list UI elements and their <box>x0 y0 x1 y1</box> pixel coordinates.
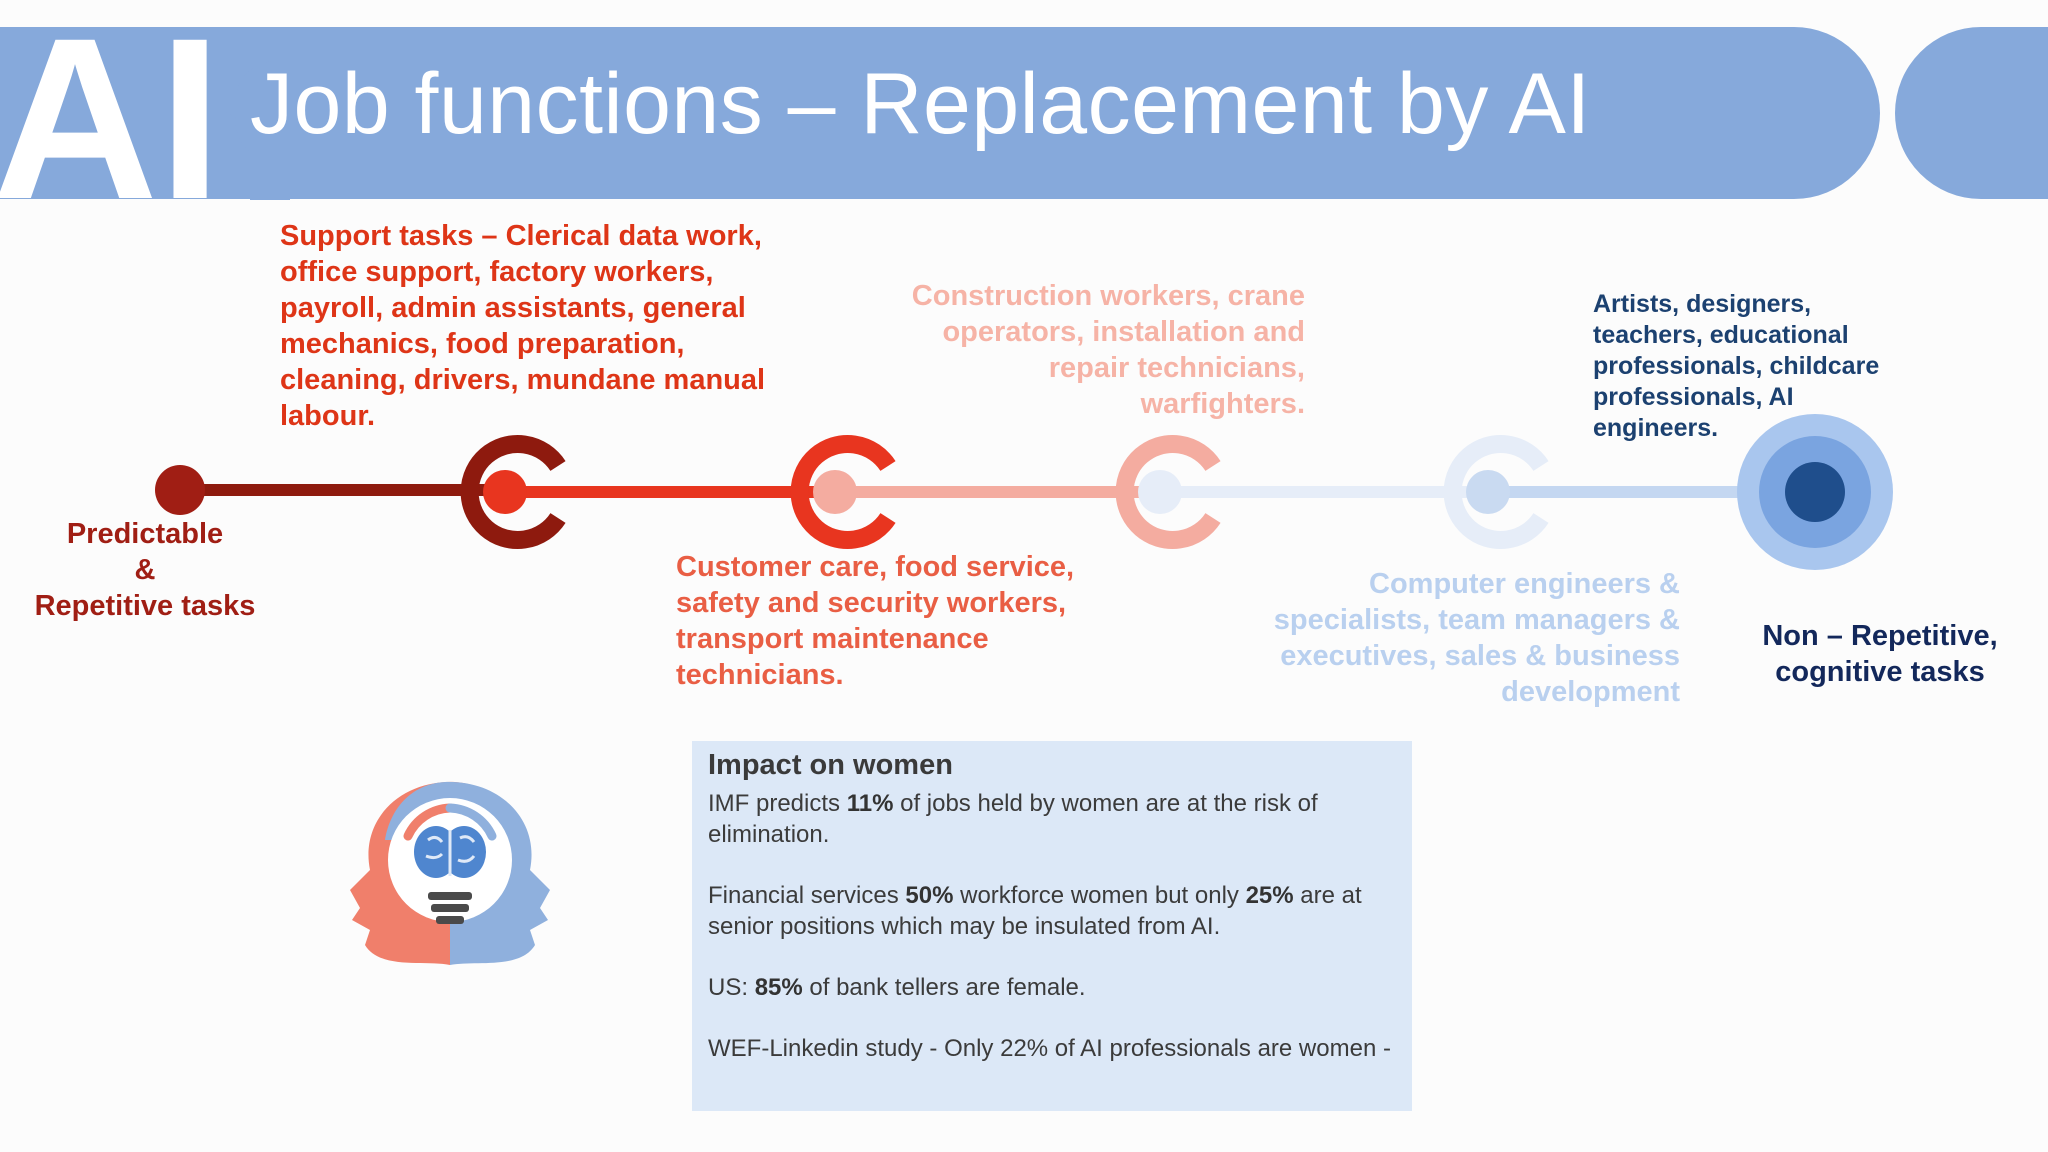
impact-wef-paragraph: WEF-Linkedin study - Only 22% of AI prof… <box>708 1035 1391 1062</box>
timeline-node-2 <box>790 435 896 549</box>
support-tasks-text: Support tasks – Clerical data work, offi… <box>280 220 766 432</box>
timeline-diagram <box>155 414 1893 570</box>
predictable-tasks-label: Predictable & Repetitive tasks <box>15 516 275 624</box>
predictable-line-3: Repetitive tasks <box>34 590 256 622</box>
us-text-c: of bank tellers are female. <box>802 974 1086 1001</box>
customer-care-text: Customer care, food service, safety and … <box>676 551 1075 691</box>
construction-workers-text: Construction workers, crane operators, i… <box>911 280 1305 420</box>
us-percent: 85% <box>754 974 803 1001</box>
decorative-pill <box>1895 27 2048 199</box>
ai-logo-text: AI <box>0 0 222 200</box>
impact-heading: Impact on women <box>708 749 953 781</box>
fin-percent-workforce: 50% <box>905 882 954 909</box>
fin-text-a: Financial services <box>708 882 906 909</box>
brain-icon <box>414 826 486 878</box>
impact-financial-paragraph: Financial services 50% workforce women b… <box>708 880 1396 942</box>
artists-designers-text: Artists, designers, teachers, educationa… <box>1593 290 1880 442</box>
timeline-node-1 <box>460 435 566 549</box>
non-repetitive-tasks-label: Non – Repetitive, cognitive tasks <box>1730 618 2030 690</box>
timeline-node-3 <box>1115 435 1221 549</box>
nonrep-line-1: Non – Repetitive, <box>1762 620 1998 652</box>
impact-us-paragraph: US: 85% of bank tellers are female. <box>708 972 1396 1003</box>
imf-percent: 11% <box>846 790 894 817</box>
imf-text-a: IMF predicts <box>708 790 847 817</box>
page-title: Job functions – Replacement by AI <box>250 56 1591 152</box>
predictable-line-2: & <box>134 554 156 586</box>
timeline-node-4 <box>1443 435 1549 549</box>
us-text-a: US: <box>708 974 755 1001</box>
head-silhouette-shape <box>226 59 290 200</box>
impact-imf-paragraph: IMF predicts 11% of jobs held by women a… <box>708 788 1396 850</box>
title-band <box>0 27 1880 199</box>
computer-engineers-text: Computer engineers & specialists, team m… <box>1273 568 1680 708</box>
fin-percent-senior: 25% <box>1245 882 1294 909</box>
timeline-end-node <box>1737 414 1893 570</box>
two-heads-lightbulb-brain-icon <box>350 781 550 980</box>
predictable-line-1: Predictable <box>66 518 224 550</box>
start-dot <box>155 465 205 515</box>
fin-text-c: workforce women but only <box>953 882 1246 909</box>
fin-text-e: are at senior positions which may be ins… <box>708 882 1362 940</box>
imf-text-c: of jobs held by women are at the risk of… <box>708 790 1318 848</box>
impact-on-women-box: Impact on women IMF predicts 11% of jobs… <box>692 741 1412 1111</box>
nonrep-line-2: cognitive tasks <box>1775 656 1985 688</box>
ai-logo-icon: AI <box>0 0 290 200</box>
